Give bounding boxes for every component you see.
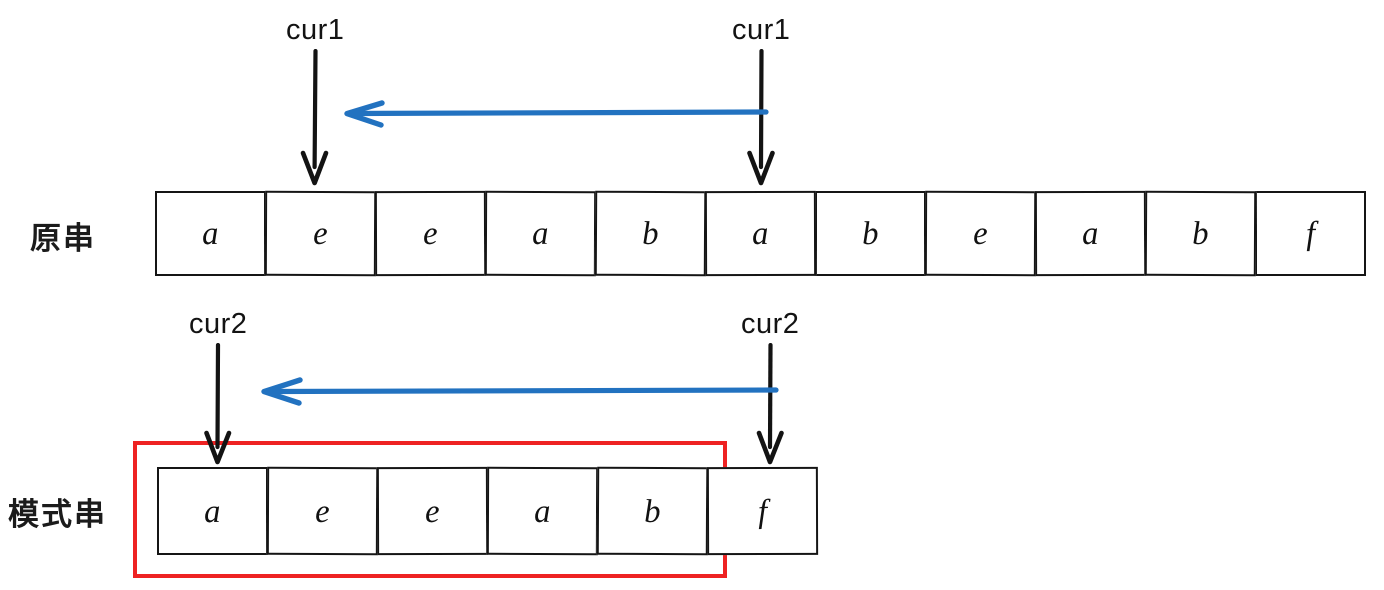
down-arrow-icon xyxy=(204,343,232,465)
pattern-cell-char: e xyxy=(314,493,331,530)
pointer-cur1-target: cur1 xyxy=(286,14,344,189)
pointer-cur2-origin: cur2 xyxy=(741,308,799,467)
pattern-cell-char: f xyxy=(757,493,768,530)
source-cell-char: f xyxy=(1305,215,1316,253)
source-cell: a xyxy=(484,190,597,277)
source-cell: b xyxy=(815,191,926,276)
source-cell: f xyxy=(1255,191,1366,276)
down-arrow-icon xyxy=(747,49,776,186)
pattern-string-strip: a e e a b f xyxy=(157,466,819,556)
pattern-cell: a xyxy=(157,467,268,555)
source-cell: e xyxy=(264,190,377,277)
pointer-cur2-target: cur2 xyxy=(189,308,247,467)
source-cell: e xyxy=(924,190,1037,277)
pattern-cell: a xyxy=(486,466,599,556)
pointer-cur1-origin-label: cur1 xyxy=(732,14,791,46)
pattern-cell: e xyxy=(376,466,489,556)
source-cell-char: a xyxy=(751,215,770,253)
source-string-strip: a e e a b a b e a b f xyxy=(155,190,1366,277)
pattern-cell-char: b xyxy=(643,493,662,530)
source-cell: a xyxy=(704,190,817,277)
pattern-cell: e xyxy=(266,466,379,556)
pattern-cell-char: a xyxy=(533,493,552,530)
cur2-move-left-arrow xyxy=(261,377,779,406)
pattern-cell-char: a xyxy=(203,493,222,530)
source-string-label: 原串 xyxy=(30,221,96,256)
source-cell: b xyxy=(1144,190,1257,277)
source-cell-char: b xyxy=(861,215,880,253)
pattern-cell: b xyxy=(596,466,709,556)
down-arrow-icon xyxy=(756,343,785,465)
source-cell: a xyxy=(155,191,266,276)
pattern-cell: f xyxy=(706,466,819,556)
source-cell: b xyxy=(594,190,707,277)
cur1-move-left-arrow xyxy=(344,100,769,128)
source-cell-char: e xyxy=(972,215,989,253)
source-cell-char: e xyxy=(312,215,329,253)
source-cell: a xyxy=(1034,190,1147,277)
pointer-cur2-target-label: cur2 xyxy=(189,308,248,340)
source-cell-char: a xyxy=(531,215,550,253)
source-cell-char: a xyxy=(1081,215,1100,253)
pattern-string-label: 模式串 xyxy=(8,497,107,532)
source-cell: e xyxy=(374,190,487,277)
pointer-cur1-origin: cur1 xyxy=(732,14,790,189)
source-cell-char: e xyxy=(422,215,439,253)
pointer-cur1-target-label: cur1 xyxy=(286,14,345,46)
pointer-cur2-origin-label: cur2 xyxy=(741,308,800,340)
source-cell-char: b xyxy=(641,215,660,253)
pattern-cell-char: e xyxy=(424,493,441,530)
down-arrow-icon xyxy=(300,49,329,186)
source-cell-char: a xyxy=(201,215,220,253)
source-cell-char: b xyxy=(1191,215,1210,253)
